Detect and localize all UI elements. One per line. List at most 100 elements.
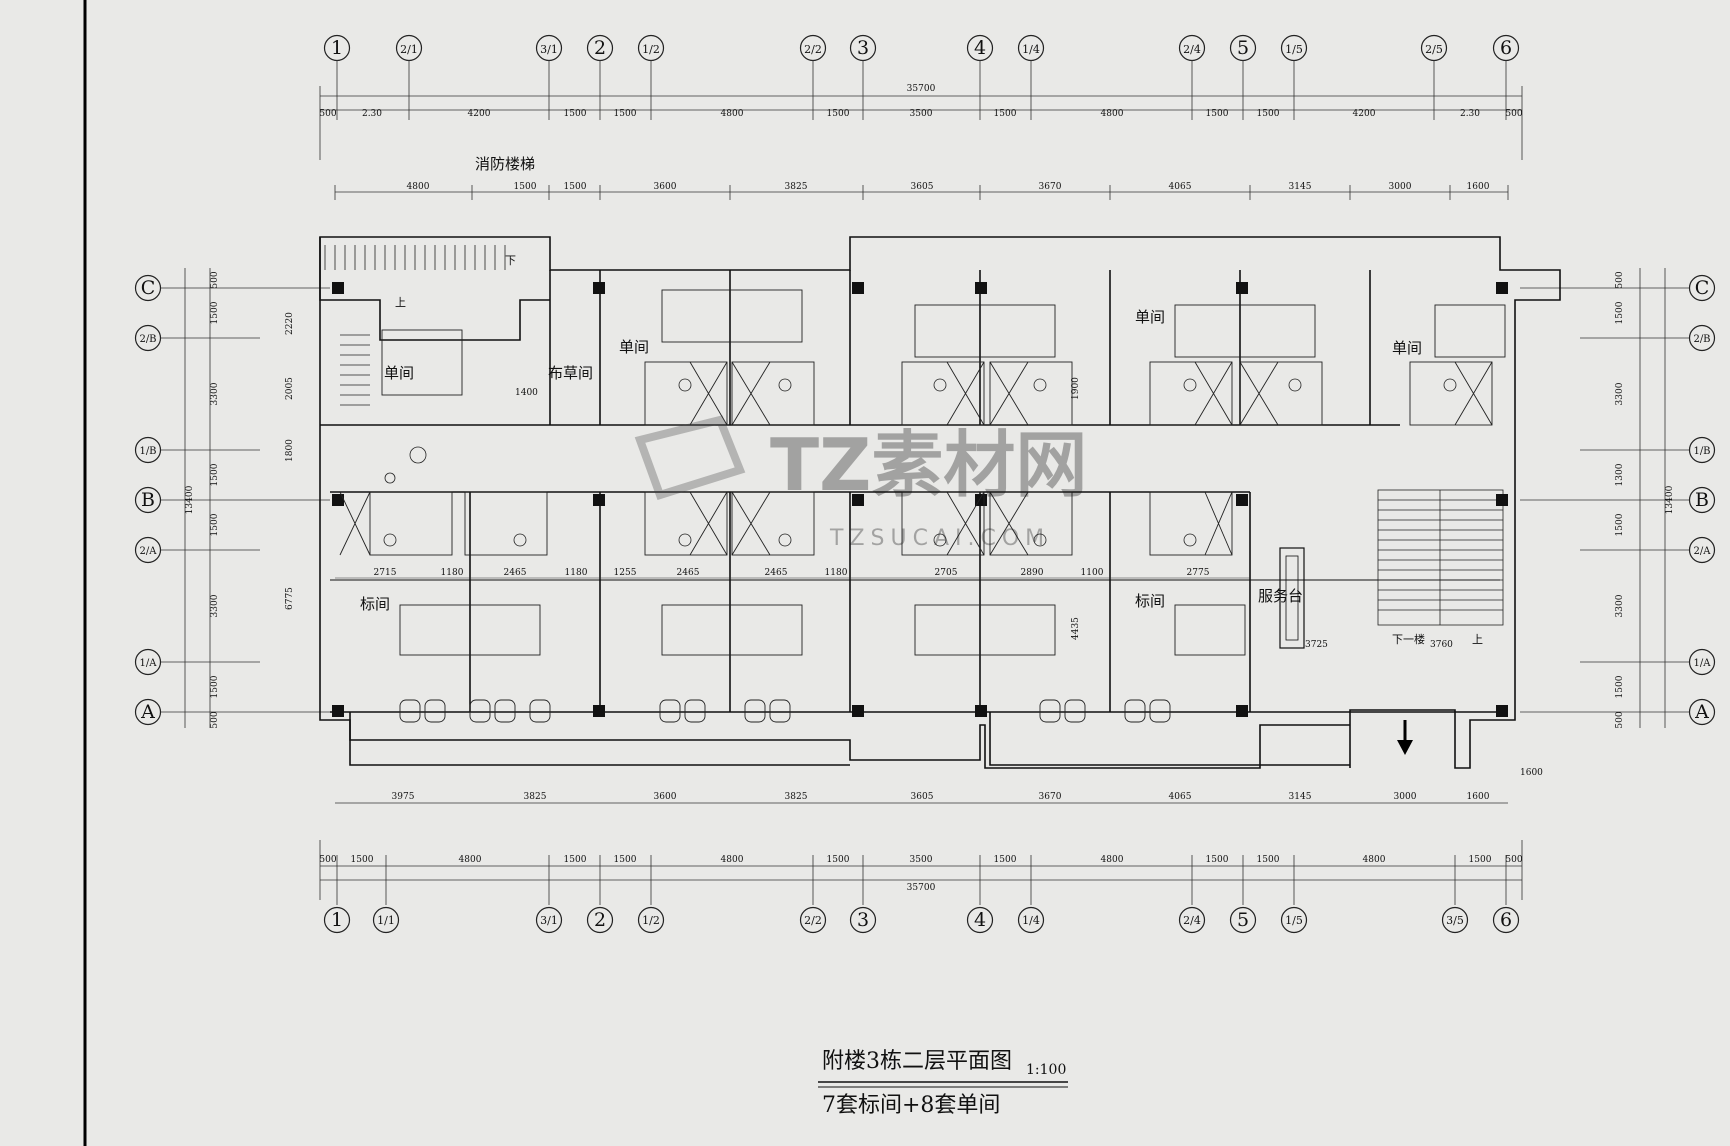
room-labels: 单间 布草间 单间 单间 单间 标间 标间 服务台 (360, 308, 1422, 613)
dim-left-2: 3300 (210, 382, 220, 405)
dim-top2-8: 3145 (1289, 182, 1312, 192)
axis-top-1-2: 1/2 (642, 43, 660, 56)
axis-bot-3: 3 (857, 909, 869, 931)
axis-top-2-2: 2/2 (804, 43, 822, 56)
dim-bot1-3: 3825 (785, 792, 808, 802)
dim-inner-7: 1180 (825, 568, 848, 578)
watermark: TZ素材网 TZSUCAI.COM (634, 415, 1087, 551)
top-axis-bubbles (323, 34, 1520, 62)
axis-right-B: B (1695, 489, 1709, 511)
axis-bot-1-4: 1/4 (1022, 914, 1040, 927)
axis-top-1-5: 1/5 (1285, 43, 1303, 56)
axis-right-1A: 1/A (1694, 658, 1712, 669)
axis-left-2A: 2/A (140, 546, 158, 557)
dim-right-2: 3300 (1615, 382, 1625, 405)
dim-total-top: 35700 (907, 84, 936, 94)
drawing-scale: 1:100 (1026, 1062, 1066, 1078)
dim-misc-0: 1600 (1520, 768, 1543, 778)
sanitary-fixtures (383, 378, 1457, 547)
fire-stair-treads (324, 245, 506, 406)
dim-bot2-14: 500 (1505, 855, 1522, 865)
label-single-2: 单间 (619, 338, 649, 356)
dim-left-7: 500 (210, 711, 220, 728)
axis-bot-3-1: 3/1 (540, 914, 558, 927)
axis-bot-2: 2 (594, 909, 606, 931)
dim-inner-2: 2465 (504, 568, 527, 578)
drawing-title: 附楼3栋二层平面图 (822, 1049, 1012, 1074)
dim-top-13: 2.30 (1460, 109, 1480, 119)
dim-top2-1: 1500 (514, 182, 537, 192)
axis-bot-2-4: 2/4 (1183, 914, 1201, 927)
dim-top-6: 1500 (827, 109, 850, 119)
dim-misc-3: 6775 (285, 587, 295, 610)
dim-inner-11: 2775 (1187, 568, 1210, 578)
axis-bot-6: 6 (1500, 909, 1512, 931)
dim-top2-5: 3605 (911, 182, 934, 192)
dim-bot2-13: 1500 (1469, 855, 1492, 865)
axis-bot-1: 1 (331, 909, 343, 931)
axis-top-3: 3 (857, 37, 869, 59)
top-axis-labels: 1 2/1 3/1 2 1/2 2/2 3 4 1/4 2/4 5 1/5 2/… (331, 37, 1512, 59)
dim-inner-6: 2465 (765, 568, 788, 578)
dim-bot2-7: 3500 (910, 855, 933, 865)
drawing-subtitle: 7套标间+8套单间 (822, 1093, 1000, 1118)
dim-bot1-5: 3670 (1039, 792, 1062, 802)
dim-bot1-9: 1600 (1467, 792, 1490, 802)
label-single-3: 单间 (1135, 308, 1165, 326)
dim-top2-10: 1600 (1467, 182, 1490, 192)
dim-misc-9: 1900 (1071, 377, 1081, 400)
dim-misc-5: 2220 (285, 312, 295, 335)
dim-top2-4: 3825 (785, 182, 808, 192)
dim-right-total: 13400 (1665, 485, 1675, 514)
bottom-dimension-lines (319, 802, 1523, 905)
dim-inner-8: 2705 (935, 568, 958, 578)
dim-inner-10: 1100 (1081, 568, 1104, 578)
dim-misc-7: 1800 (285, 439, 295, 462)
label-standard-1: 标间 (360, 595, 390, 613)
dim-left-1: 1500 (210, 301, 220, 324)
dim-right-3: 1300 (1615, 463, 1625, 486)
dim-top-2: 4200 (468, 109, 491, 119)
axis-top-5: 5 (1237, 37, 1249, 59)
dim-right-5: 3300 (1615, 594, 1625, 617)
entrance-arrow-icon (1397, 720, 1413, 755)
axis-top-3-1: 3/1 (540, 43, 558, 56)
bathrooms-top (644, 361, 1493, 426)
top-dimension-texts: 35700 500 2.30 4200 1500 1500 4800 1500 … (319, 84, 1522, 192)
dim-top2-2: 1500 (564, 182, 587, 192)
watermark-logo-text: TZ素材网 (770, 423, 1087, 507)
bottom-axis-bubbles (323, 906, 1520, 934)
dim-bot2-6: 1500 (827, 855, 850, 865)
dim-bot2-1: 1500 (351, 855, 374, 865)
axis-bot-5: 5 (1237, 909, 1249, 931)
dim-top-9: 4800 (1101, 109, 1124, 119)
dim-inner-1: 1180 (441, 568, 464, 578)
title-block: 附楼3栋二层平面图 1:100 7套标间+8套单间 (818, 1049, 1068, 1118)
axis-bot-1-1: 1/1 (377, 914, 395, 927)
dim-right-4: 1500 (1615, 513, 1625, 536)
misc-dimension-texts: 1600 3725 3760 6775 4435 2220 2005 1800 … (285, 312, 1543, 778)
top-dimension-lines (319, 60, 1523, 200)
dim-left-4: 1500 (210, 513, 220, 536)
dim-bot2-4: 1500 (614, 855, 637, 865)
dim-inner-9: 2890 (1021, 568, 1044, 578)
axis-top-2: 2 (594, 37, 606, 59)
bathrooms-middle (339, 491, 1233, 556)
axis-top-1: 1 (331, 37, 343, 59)
axis-left-1A: 1/A (140, 658, 158, 669)
axis-right-2B: 2/B (1693, 334, 1710, 345)
service-desk-inner (1285, 555, 1299, 641)
axis-bot-3-5: 3/5 (1446, 914, 1464, 927)
dim-bot2-5: 4800 (721, 855, 744, 865)
dim-bot1-2: 3600 (654, 792, 677, 802)
dim-left-5: 3300 (210, 594, 220, 617)
dim-bot1-1: 3825 (524, 792, 547, 802)
dim-bot1-0: 3975 (392, 792, 415, 802)
axis-bot-4: 4 (974, 909, 986, 931)
axis-top-2-4: 2/4 (1183, 43, 1201, 56)
dim-left-6: 1500 (210, 675, 220, 698)
dim-left-3: 1500 (210, 463, 220, 486)
dim-bot2-3: 1500 (564, 855, 587, 865)
bottom-dimension-texts: 3975 3825 3600 3825 3605 3670 4065 3145 … (319, 792, 1522, 893)
